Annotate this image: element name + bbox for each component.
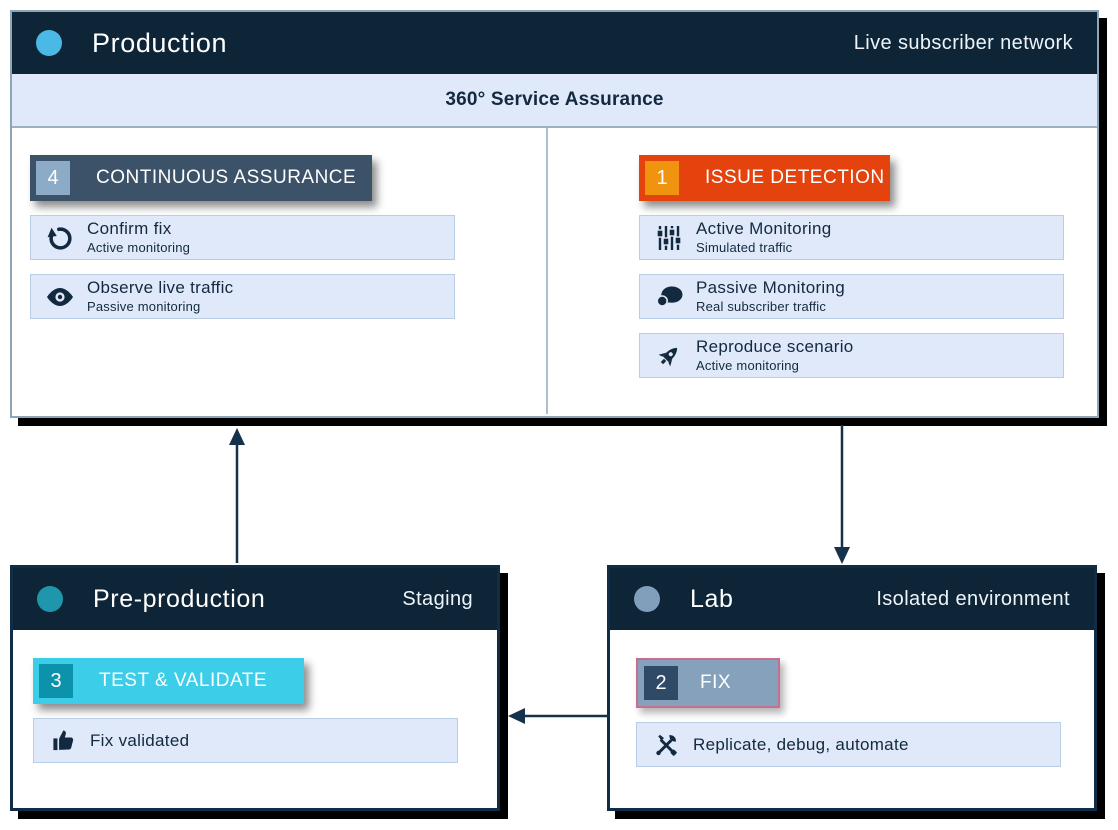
lab-title: Lab [690, 584, 734, 613]
step-issue-detection: 1 ISSUE DETECTION [639, 155, 890, 201]
sliders-icon [652, 223, 686, 253]
step-number: 4 [36, 161, 70, 195]
step-fix: 2 FIX [636, 658, 780, 708]
production-title: Production [92, 27, 228, 58]
arrow-preprod-to-production [229, 428, 245, 563]
card-active-monitoring: Active Monitoring Simulated traffic [639, 215, 1064, 260]
production-box: Production Live subscriber network 360° … [10, 10, 1099, 418]
preproduction-title: Pre-production [93, 584, 266, 613]
card-passive-monitoring: Passive Monitoring Real subscriber traff… [639, 274, 1064, 319]
step-number: 2 [644, 666, 678, 700]
preproduction-dot-icon [37, 586, 63, 612]
lab-box: Lab Isolated environment 2 FIX [607, 565, 1097, 811]
card-title: Confirm fix [87, 219, 172, 239]
card-observe-live-traffic: Observe live traffic Passive monitoring [30, 274, 455, 319]
chat-bubbles-icon [652, 282, 686, 312]
issue-detection-column: 1 ISSUE DETECTION [639, 155, 1067, 378]
step-label: TEST & VALIDATE [99, 670, 267, 691]
card-reproduce-scenario: Reproduce scenario Active monitoring [639, 333, 1064, 378]
preproduction-box: Pre-production Staging 3 TEST & VALIDATE… [10, 565, 500, 811]
arrow-production-to-lab [834, 425, 850, 564]
step-number: 1 [645, 161, 679, 195]
production-header: Production Live subscriber network [12, 12, 1097, 74]
card-title: Replicate, debug, automate [693, 734, 909, 754]
card-subtitle: Real subscriber traffic [696, 298, 827, 314]
column-divider [546, 128, 548, 414]
lab-dot-icon [634, 586, 660, 612]
card-confirm-fix: Confirm fix Active monitoring [30, 215, 455, 260]
step-label: FIX [700, 672, 732, 693]
card-title: Passive Monitoring [696, 278, 846, 298]
step-label: ISSUE DETECTION [705, 167, 885, 188]
eye-icon [43, 282, 77, 312]
rocket-icon [652, 341, 686, 371]
step-continuous-assurance: 4 CONTINUOUS ASSURANCE [30, 155, 372, 201]
production-subtitle: Live subscriber network [853, 31, 1073, 54]
service-assurance-band: 360° Service Assurance [12, 74, 1097, 128]
preproduction-content: 3 TEST & VALIDATE Fix validated [13, 630, 497, 763]
refresh-ccw-icon [43, 223, 77, 253]
lab-header: Lab Isolated environment [610, 568, 1094, 630]
production-dot-icon [36, 30, 62, 56]
continuous-assurance-column: 4 CONTINUOUS ASSURANCE Confirm fix Activ… [30, 155, 458, 319]
card-subtitle: Active monitoring [696, 357, 800, 373]
card-subtitle: Simulated traffic [696, 239, 793, 255]
lab-subtitle: Isolated environment [876, 587, 1070, 610]
step-label: CONTINUOUS ASSURANCE [96, 167, 357, 188]
tools-icon [649, 730, 683, 760]
card-fix-validated: Fix validated [33, 718, 458, 763]
card-title: Observe live traffic [87, 278, 234, 298]
card-subtitle: Active monitoring [87, 239, 191, 255]
step-number: 3 [39, 664, 73, 698]
production-content: 4 CONTINUOUS ASSURANCE Confirm fix Activ… [12, 128, 1097, 414]
card-title: Active Monitoring [696, 219, 832, 239]
card-replicate-debug-automate: Replicate, debug, automate [636, 722, 1061, 767]
thumbs-up-icon [46, 726, 80, 756]
card-title: Reproduce scenario [696, 337, 854, 357]
card-title: Fix validated [90, 730, 190, 750]
preproduction-header: Pre-production Staging [13, 568, 497, 630]
card-subtitle: Passive monitoring [87, 298, 201, 314]
lab-content: 2 FIX Replicate, debug, automate [610, 630, 1094, 767]
step-test-validate: 3 TEST & VALIDATE [33, 658, 304, 704]
arrow-lab-to-preprod [508, 708, 610, 724]
preproduction-subtitle: Staging [402, 587, 473, 610]
